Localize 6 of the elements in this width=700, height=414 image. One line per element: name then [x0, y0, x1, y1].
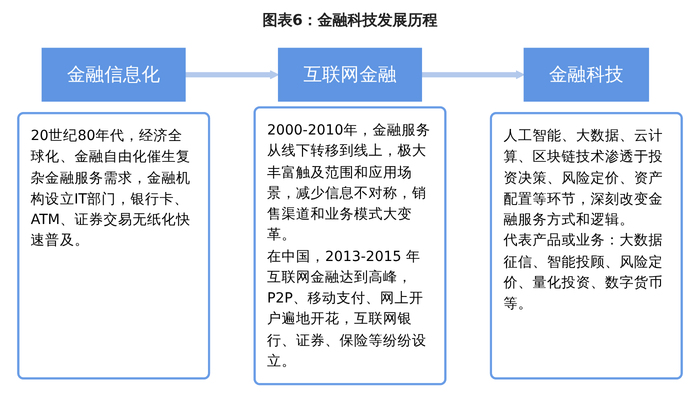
node-box: 互联网金融	[278, 48, 422, 102]
arrow	[422, 70, 525, 80]
node-box: 金融信息化	[42, 48, 186, 102]
title: 图表6：金融科技发展历程	[262, 10, 438, 30]
arrow	[185, 70, 279, 80]
node-box: 金融科技	[524, 48, 650, 102]
